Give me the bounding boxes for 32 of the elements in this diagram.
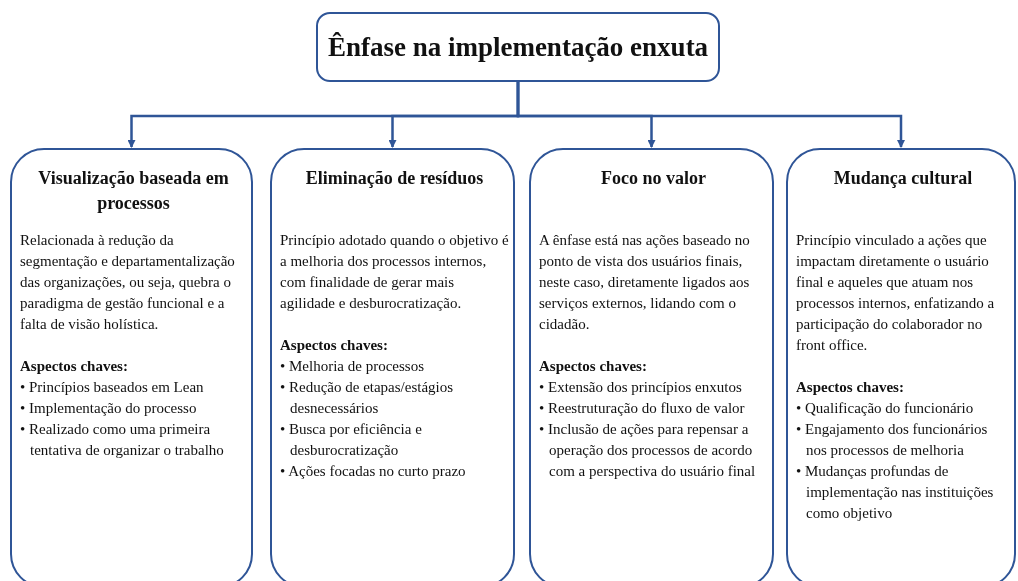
category-box [529, 148, 774, 581]
box-heading: Visualização baseada em processos [37, 167, 230, 215]
arrow [516, 82, 905, 148]
title-box [316, 12, 720, 82]
bullet-item: • Implementação do processo [20, 399, 198, 418]
bullet-item: • Reestruturação do fluxo de valor [539, 399, 746, 418]
bullet-item: • Inclusão de ações para repensar a operação dos processos de acordo com a perspectiva do usuário final [539, 420, 757, 481]
bullet-item: • Mudanças profundas de implementação nas instituições como objetivo [796, 462, 995, 523]
bullet-item: • Busca por eficiência e desburocratização [280, 420, 423, 460]
bullet-item: • Extensão dos princípios enxutos [539, 378, 743, 397]
description-text: Relacionada à redução da segmentação e departamentalização das organizações, ou seja, quebra o paradigma de gestão funcional e a falta de visão holística. [20, 231, 236, 334]
subheading: Aspectos chaves: [796, 378, 905, 397]
bullet-item: • Melhoria de processos [280, 357, 425, 376]
box-heading: Mudança cultural [832, 167, 974, 190]
category-box [786, 148, 1016, 581]
description-text: Princípio vinculado a ações que impactam diretamente o usuário final e aqueles que atuam nos processos internos, enfatizando a participação do colaborador no front office. [796, 231, 996, 355]
bullet-item: • Princípios baseados em Lean [20, 378, 205, 397]
description-text: A ênfase está nas ações baseado no ponto de vista dos usuários finais, neste caso, diretamente ligados aos serviços externos, lidando com o cidadão. [539, 231, 751, 334]
category-box [10, 148, 253, 581]
bullet-item: • Realizado como uma primeira tentativa de organizar o trabalho [20, 420, 225, 460]
bullet-item: • Qualificação do funcionário [796, 399, 975, 418]
bullet-item: • Engajamento dos funcionários nos processos de melhoria [796, 420, 989, 460]
category-box [270, 148, 515, 581]
description-text: Princípio adotado quando o objetivo é a melhoria dos processos internos, com finalidade de gerar mais agilidade e desburocratização. [280, 231, 509, 313]
box-heading: Eliminação de resíduos [304, 167, 485, 190]
title-text: Ênfase na implementação enxuta [327, 31, 709, 63]
bullet-item: • Ações focadas no curto prazo [280, 462, 467, 481]
subheading: Aspectos chaves: [539, 357, 648, 376]
box-heading: Foco no valor [600, 167, 707, 190]
subheading: Aspectos chaves: [280, 336, 389, 355]
subheading: Aspectos chaves: [20, 357, 129, 376]
bullet-item: • Redução de etapas/estágios desnecessários [280, 378, 455, 418]
